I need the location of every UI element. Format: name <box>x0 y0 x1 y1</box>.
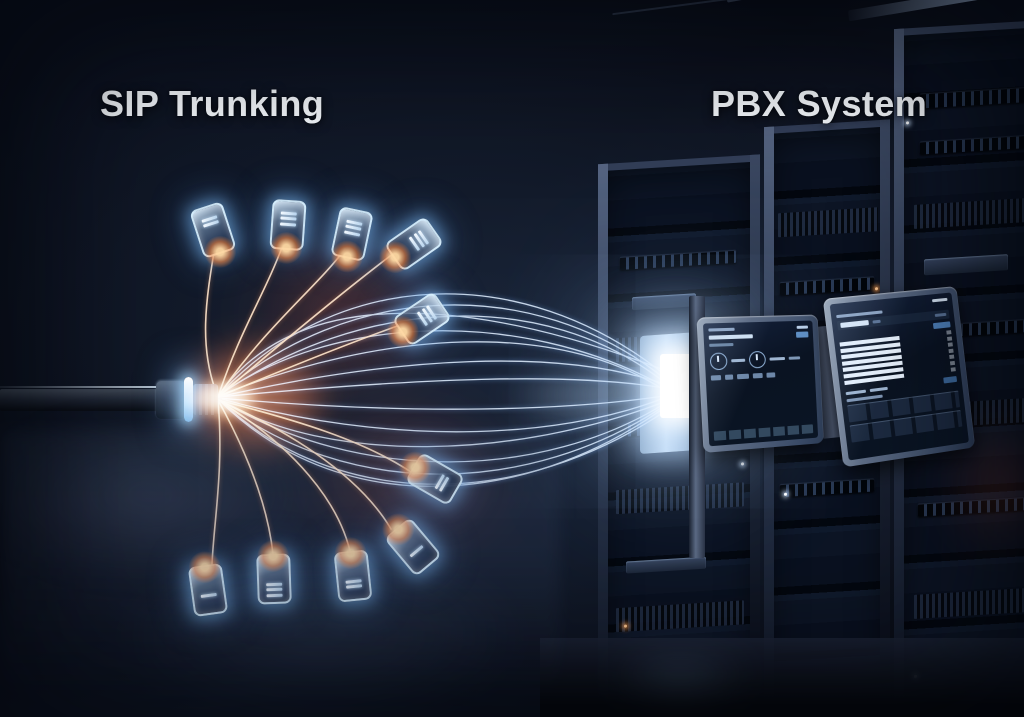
screen-stat-line <box>788 356 801 360</box>
connector-stripes <box>403 223 436 258</box>
cable-glow-ring <box>184 377 193 422</box>
connector-stripes <box>259 579 290 599</box>
sip-endpoint-connector <box>256 553 292 605</box>
screen-stat-line <box>769 356 786 361</box>
screen-stat-line <box>752 372 763 379</box>
screen-button-grid <box>849 409 963 443</box>
screen-stat-line <box>736 373 750 380</box>
connector-stripes <box>193 589 224 601</box>
screen-section-line <box>846 394 883 403</box>
connector-stripes <box>337 215 370 240</box>
sip-endpoint-connector <box>187 562 229 618</box>
screen-toolbar <box>836 309 950 331</box>
title-sip-trunking: SIP Trunking <box>100 83 325 124</box>
cable-collar <box>156 381 186 419</box>
connector-stripes <box>273 208 304 229</box>
screen-stat-line <box>845 389 867 395</box>
screen-pill <box>795 331 809 338</box>
panel-screen <box>702 320 819 447</box>
screen-button-grid <box>847 390 961 423</box>
screen-list-row <box>839 330 957 388</box>
screen-pill <box>932 321 951 330</box>
sip-endpoint-connector <box>333 549 373 603</box>
screen-mid-row <box>845 375 958 396</box>
screen-title-row <box>708 331 809 340</box>
screen-stat-line <box>710 375 722 381</box>
title-pbx-system: PBX System <box>711 83 928 124</box>
screen-header-row <box>708 325 809 332</box>
screen-header-line <box>796 325 809 329</box>
connector-stripes <box>402 538 430 563</box>
screen-stat-line <box>766 372 776 378</box>
screen-header-line <box>708 327 735 332</box>
connector-stripes <box>428 467 455 500</box>
floor-reflection <box>540 638 1024 717</box>
screen-logo-line <box>931 297 948 303</box>
screen-stat-line <box>869 386 888 392</box>
cable-highlight-line <box>0 386 168 388</box>
screen-gauge <box>748 350 767 369</box>
screen-toolbar-line <box>934 312 947 317</box>
connector-stripes <box>338 575 369 592</box>
screen-toolbar-line <box>872 319 881 324</box>
sip-endpoint-connector <box>269 198 307 252</box>
pbx-control-panel-1 <box>696 314 824 453</box>
screen-list-rows <box>839 335 905 388</box>
panel-screen <box>829 292 969 461</box>
screen-toolbar-highlight <box>840 319 869 329</box>
screen-gauge-row <box>709 349 810 371</box>
screen-sub-line <box>709 342 734 347</box>
connector-stripes <box>194 210 227 232</box>
screen-stat-line <box>724 374 734 380</box>
screen-stat-row <box>710 371 811 381</box>
fiber-port-core <box>660 354 692 418</box>
cable-tip <box>193 384 218 415</box>
screen-list-scrollbar <box>946 330 957 374</box>
screen-pill <box>943 375 958 384</box>
screen-button-row <box>713 424 814 441</box>
screen-title-line <box>708 334 753 340</box>
pbx-control-panel-2 <box>822 286 976 468</box>
screen-gauge <box>709 352 728 371</box>
screen-header-line <box>836 310 883 319</box>
screen-stat-line <box>731 358 746 363</box>
connector-stripes <box>411 298 444 333</box>
cable-sheath <box>0 389 164 411</box>
